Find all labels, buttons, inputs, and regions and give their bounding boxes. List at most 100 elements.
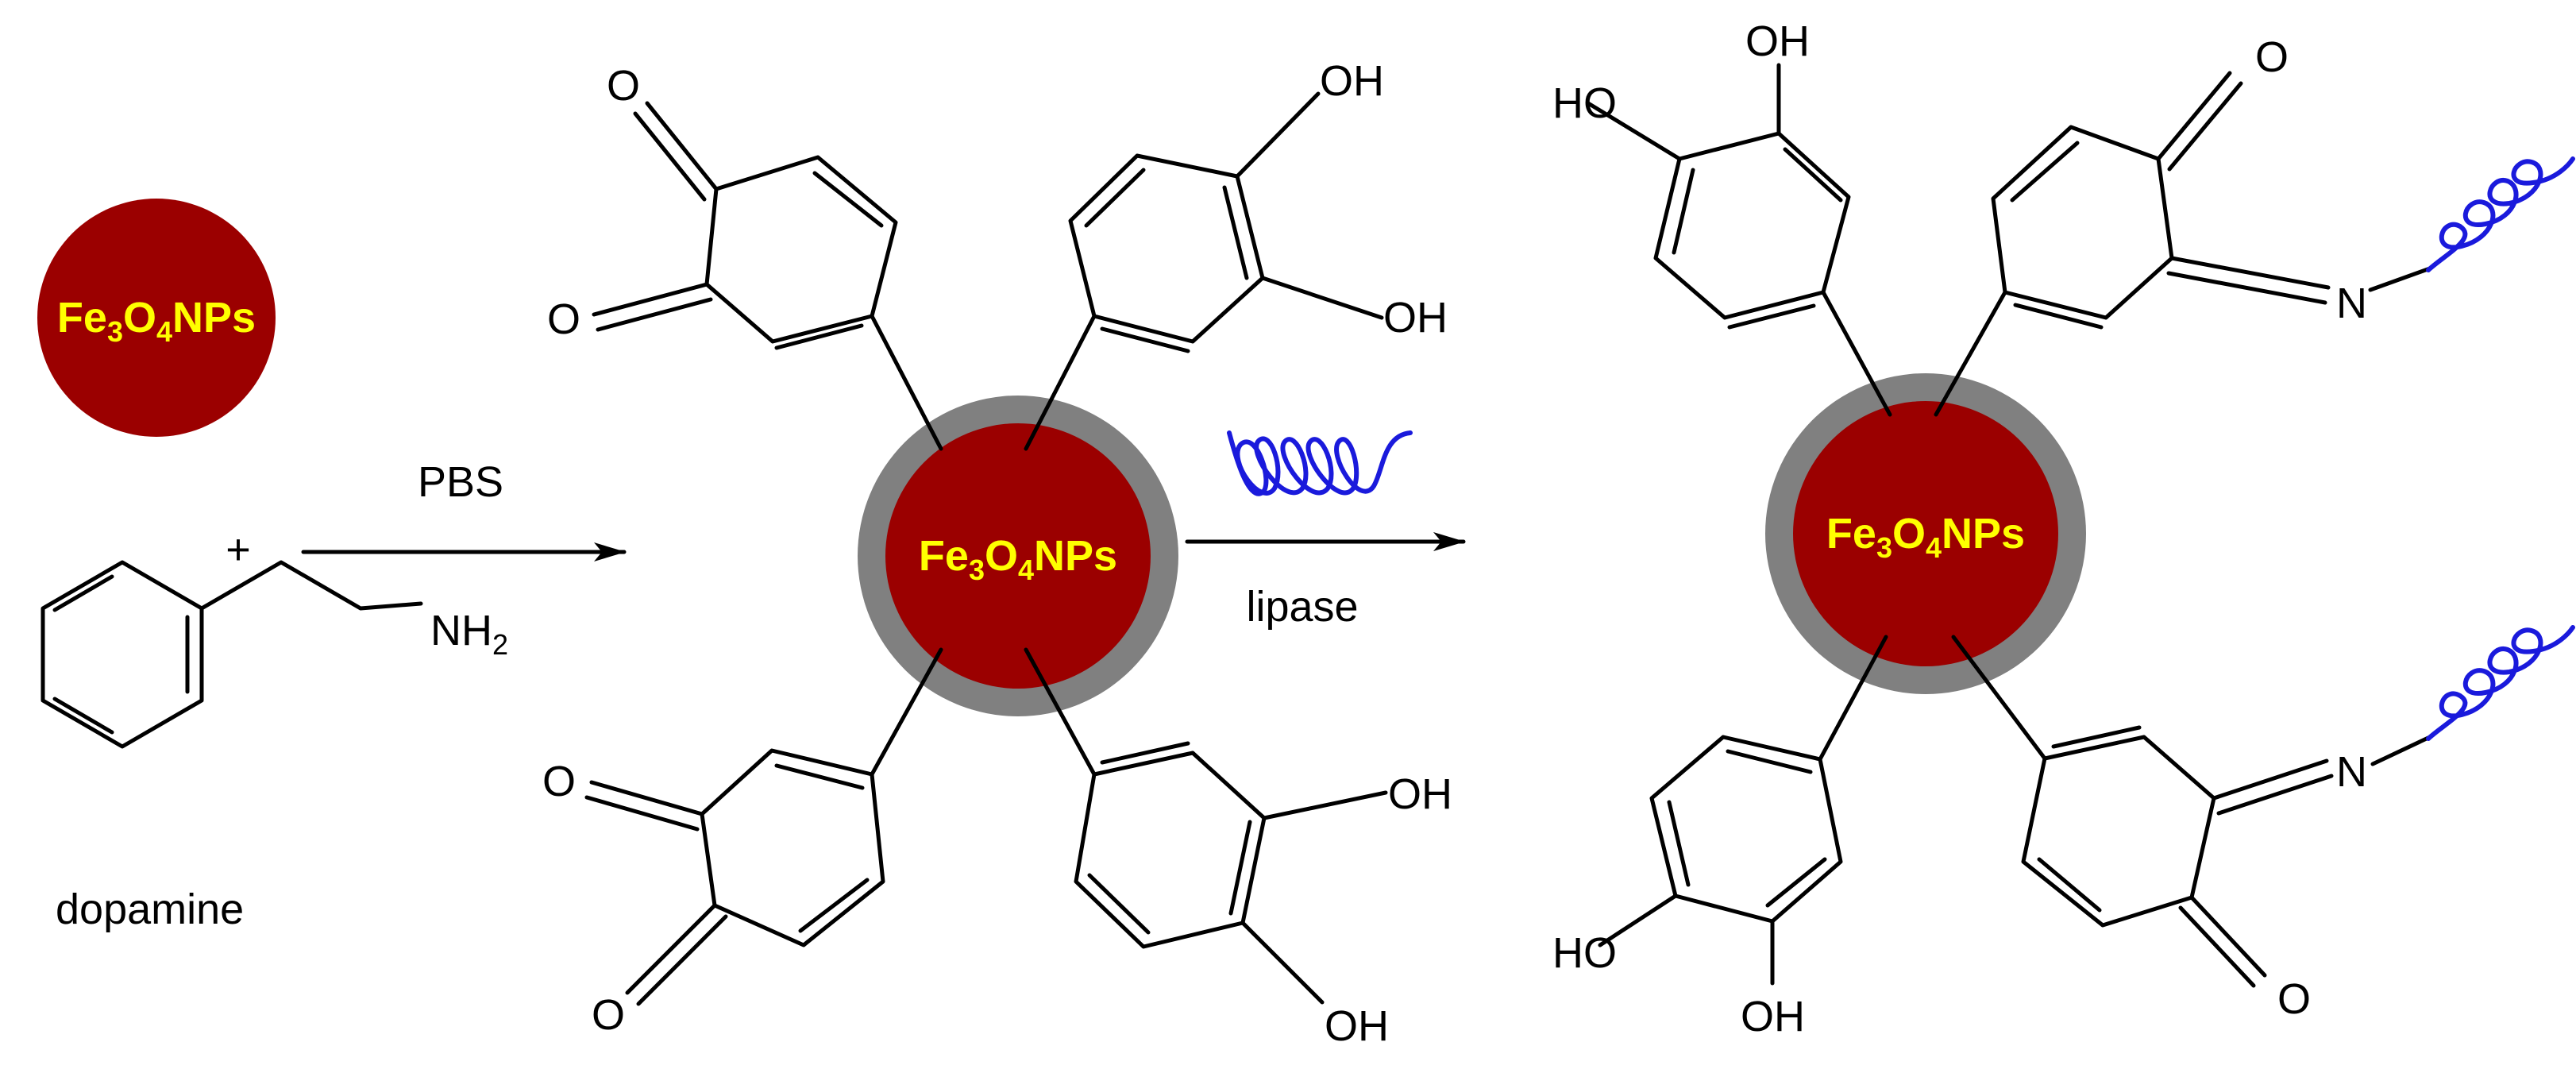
carbonyl-ll-1b — [584, 795, 700, 832]
coated-nanoparticle: Fe3O4NPs O O OH OH — [542, 57, 1452, 1050]
lipase-enzyme-icon — [1227, 430, 1413, 496]
ring-rur-dbl-2 — [2013, 303, 2104, 330]
oxygen-rlr: O — [2277, 975, 2311, 1023]
immobilized-nanoparticle: Fe3O4NPs HO OH O N — [1552, 17, 2575, 1040]
ring-ul-dbl-1 — [812, 171, 884, 228]
lipase-icon-lower — [2426, 625, 2575, 741]
hydroxyl-bond-lr-2 — [1240, 920, 1325, 1005]
catechol-upper-right: OH OH — [1068, 57, 1448, 353]
ring-rul-dbl-1 — [1672, 168, 1695, 255]
ring-ur-dbl-2 — [1222, 185, 1249, 280]
ring-lr-dbl-3 — [1087, 873, 1151, 935]
ring-ll-dbl-2 — [774, 763, 865, 790]
ring-rll — [1649, 735, 1843, 924]
ring-rur — [1991, 125, 2174, 320]
ring-rlr-dbl-2 — [2037, 857, 2102, 913]
link-lower-left — [870, 647, 943, 777]
link-r-upper-right — [1934, 290, 2007, 417]
oxygen-rur: O — [2255, 33, 2289, 81]
carbonyl-ll-2 — [625, 903, 717, 995]
dopamine-label: dopamine — [56, 886, 244, 933]
ring-rlr — [2021, 735, 2216, 928]
ring-ul-dbl-2 — [774, 323, 864, 350]
nitrogen-rlr: N — [2336, 748, 2367, 796]
hydroxyl-bond-ur-2 — [1260, 276, 1384, 320]
arrow-lipase: lipase — [1185, 430, 1466, 631]
imine-bond-rur-b — [2166, 271, 2327, 305]
carbonyl-ul-2b — [596, 297, 713, 332]
nanoparticle-core-coated — [885, 423, 1151, 689]
hydroxyl-bond-lr-1 — [1262, 790, 1388, 820]
ring-lr — [1074, 751, 1267, 949]
ring-rul — [1653, 131, 1851, 320]
hydroxyl-lr-1: OH — [1388, 770, 1452, 818]
oxygen-ul-1: O — [607, 62, 640, 110]
nanoparticle-core-right — [1793, 401, 2058, 666]
carbonyl-rur-b — [2167, 81, 2243, 172]
ring-lr-dbl-2 — [1228, 820, 1252, 916]
hydroxyl-rul-2: OH — [1745, 17, 1810, 65]
link-upper-left — [870, 314, 943, 451]
imine-r-lower-right: O N — [2021, 625, 2575, 1023]
hydroxyl-rll-1: HO — [1552, 929, 1617, 977]
dopamine-benzene-ring — [40, 560, 204, 749]
arrow-lipase-label: lipase — [1246, 583, 1358, 631]
ring-rul-dbl-2 — [1783, 147, 1843, 203]
carbonyl-ul-1b — [633, 111, 707, 202]
ring-rll-dbl-3 — [1726, 749, 1813, 774]
plus-sign: + — [226, 526, 251, 573]
ring-lr-dbl-1 — [1100, 741, 1190, 765]
hydroxyl-bond-rul-1 — [1586, 101, 1682, 161]
arrow-pbs: PBS — [301, 458, 627, 562]
ring-rll-dbl-2 — [1667, 800, 1691, 887]
imine-bond-rlr — [2212, 758, 2329, 801]
carbonyl-ll-2b — [636, 914, 728, 1006]
n-lipase-bond-rlr — [2370, 735, 2432, 766]
nanoparticle-label-right: Fe3O4NPs — [1826, 510, 2025, 564]
hydroxyl-ur-1: OH — [1320, 57, 1384, 105]
hydroxyl-rul-1: HO — [1552, 79, 1617, 127]
ring-ur — [1068, 153, 1265, 344]
hydroxyl-rll-2: OH — [1741, 993, 1805, 1040]
ring-ul — [704, 155, 898, 344]
catechol-r-lower-left: HO OH — [1552, 735, 1843, 1040]
hydroxyl-bond-rll-1 — [1598, 893, 1678, 947]
dopamine-double-bond-3 — [52, 574, 114, 612]
arrow-pbs-label: PBS — [418, 458, 503, 506]
hydroxyl-ur-2: OH — [1383, 294, 1448, 342]
carbonyl-ul-1 — [645, 101, 719, 191]
hydroxyl-lr-2: OH — [1325, 1002, 1389, 1050]
imine-bond-rlr-b — [2216, 774, 2334, 816]
n-lipase-bond-rur — [2368, 266, 2432, 292]
ring-ll-dbl-1 — [798, 878, 870, 933]
oxygen-ll-2: O — [592, 991, 625, 1039]
nitrogen-rur: N — [2336, 280, 2367, 327]
oxygen-ll-1: O — [542, 758, 576, 805]
lipase-icon-upper — [2426, 156, 2575, 272]
carbonyl-ul-2 — [592, 282, 709, 317]
dopamine-structure: NH2 dopamine — [40, 560, 508, 933]
carbonyl-rlr-b — [2178, 905, 2256, 988]
catechol-lower-right: OH OH — [1074, 741, 1452, 1050]
imine-bond-rur — [2169, 256, 2331, 290]
dopamine-amine: NH2 — [430, 607, 508, 661]
link-lower-right — [1024, 647, 1097, 777]
dopamine-ethyl-chain — [199, 560, 423, 611]
ring-rlr-dbl-1 — [2051, 725, 2142, 749]
ring-rul-dbl-3 — [1727, 303, 1816, 330]
ring-ur-dbl-3 — [1100, 326, 1190, 353]
carbonyl-rlr — [2189, 895, 2267, 978]
nanoparticle-core — [37, 199, 276, 437]
ring-rll-dbl-1 — [1765, 857, 1827, 908]
carbonyl-rur — [2156, 71, 2232, 161]
catechol-r-upper-left: HO OH — [1552, 17, 1851, 330]
link-upper-right — [1024, 314, 1097, 451]
ring-ll — [700, 748, 885, 947]
link-r-lower-left — [1818, 635, 1888, 762]
link-r-lower-right — [1951, 635, 2047, 761]
bare-nanoparticle: Fe3O4NPs — [37, 199, 276, 437]
carbonyl-ll-1 — [589, 780, 704, 816]
hydroxyl-bond-ur-1 — [1235, 91, 1321, 179]
